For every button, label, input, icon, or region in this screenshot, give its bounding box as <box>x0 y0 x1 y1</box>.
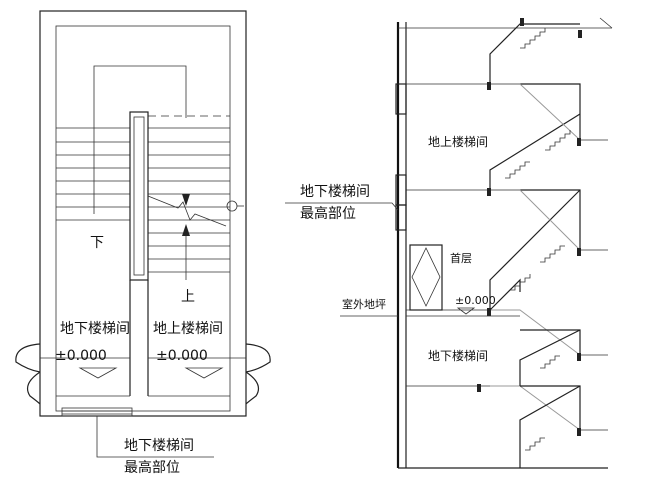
section-callout-line2: 最高部位 <box>300 205 356 222</box>
plan-inner-wall <box>55 25 231 412</box>
up-arrow-head <box>182 224 190 236</box>
section-view: 地上楼梯间 首层 室外地坪 ±0.000 地下楼梯间 地下楼梯间 最高部位 <box>285 17 613 469</box>
floor-slabs <box>406 83 608 431</box>
gray-flights <box>490 83 581 431</box>
step-hatches <box>505 28 571 451</box>
first-floor-door <box>409 244 443 311</box>
section-callout-line1: 地下楼梯间 <box>300 184 370 200</box>
plan-ground-stair-label: 地上楼梯间 <box>153 321 223 337</box>
section-basement-stair-label: 地下楼梯间 <box>428 348 488 363</box>
break-line <box>147 195 227 227</box>
plan-basement-stair-label: 地下楼梯间 <box>60 321 130 337</box>
plan-outer-wall <box>39 10 247 417</box>
down-label: 下 <box>90 235 104 251</box>
section-callout-leader <box>285 202 399 211</box>
section-elev: ±0.000 <box>455 294 496 307</box>
wall-window-1 <box>395 83 407 115</box>
plan-view: 下 上 地下楼梯间 地上楼梯间 ±0.000 ±0.000 <box>15 10 271 476</box>
elev-right: ±0.000 <box>156 348 208 364</box>
bottom-grille <box>61 407 133 417</box>
left-flight-treads <box>56 127 130 221</box>
post-markers <box>477 18 582 436</box>
stair-handrail <box>133 116 145 276</box>
stair-well <box>129 111 149 281</box>
plan-callout-leader <box>96 416 214 458</box>
up-label: 上 <box>181 289 195 305</box>
section-first-floor-label: 首层 <box>450 251 472 265</box>
down-arrow-head <box>182 194 190 206</box>
section-ground-stair-label: 地上楼梯间 <box>428 134 488 149</box>
right-flight-treads <box>148 127 230 273</box>
break-line-end-circle <box>226 200 238 212</box>
plan-callout-line2: 最高部位 <box>124 459 180 476</box>
section-outdoor-ground-label: 室外地坪 <box>342 297 386 311</box>
upper-flights <box>489 23 581 310</box>
wall-window-3 <box>395 204 407 231</box>
down-walk-line <box>93 65 187 214</box>
lower-flights <box>489 278 581 468</box>
left-door: ±0.000 <box>15 343 130 405</box>
right-door: ±0.000 <box>148 343 271 405</box>
plan-callout-line1: 地下楼梯间 <box>124 438 194 454</box>
elev-left: ±0.000 <box>55 348 107 364</box>
